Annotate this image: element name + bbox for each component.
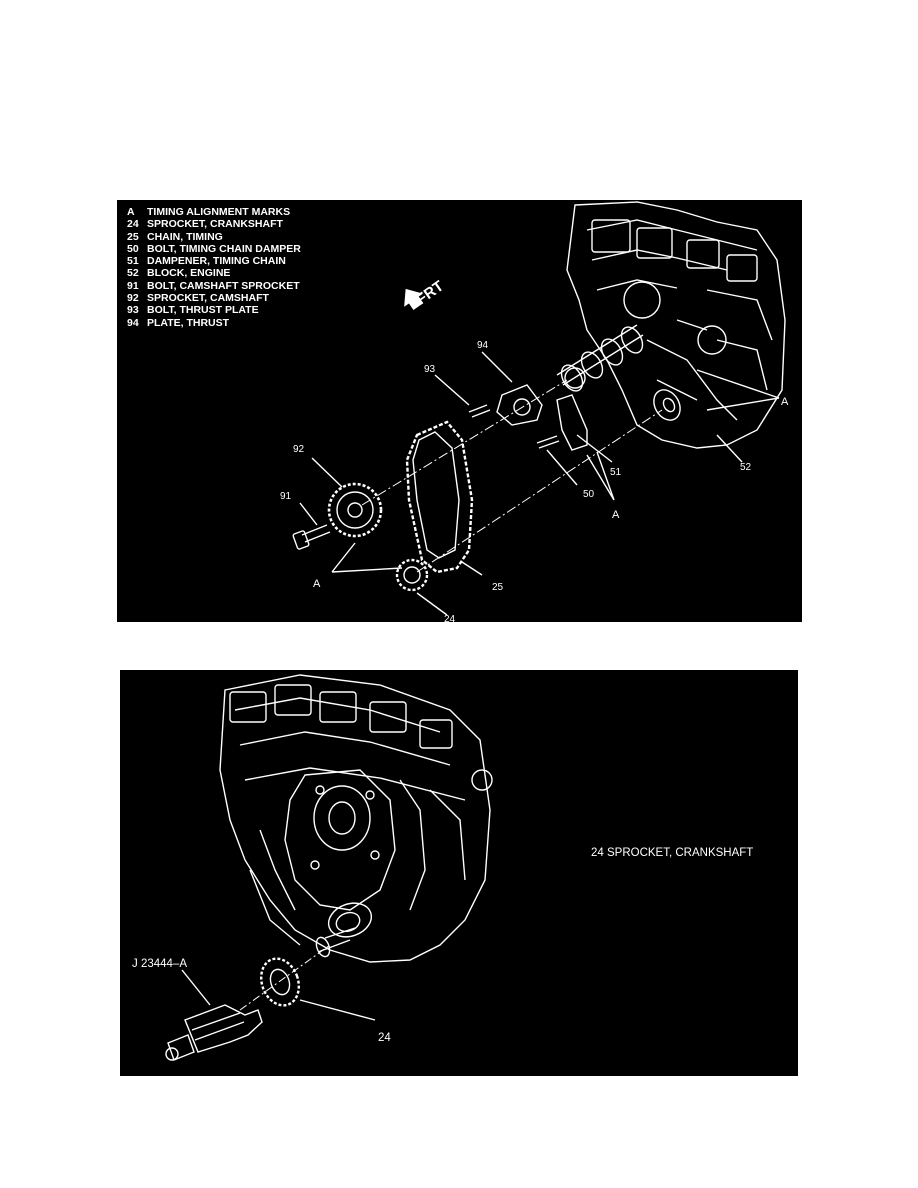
- callout-93: 93: [424, 364, 436, 375]
- timing-chain: [405, 420, 474, 574]
- engine-block-outline: [566, 201, 786, 449]
- thrust-plate: [496, 384, 543, 426]
- timing-cover-outline: [284, 769, 396, 911]
- callout-51: 51: [610, 467, 622, 478]
- camshaft: [556, 324, 644, 386]
- callout-24: 24: [444, 614, 456, 622]
- crankshaft-sprocket: [259, 957, 301, 1007]
- callout-25: 25: [492, 582, 504, 593]
- callout-24: 24: [378, 1032, 391, 1044]
- callout-94: 94: [477, 340, 489, 351]
- camshaft-sprocket: [327, 482, 383, 538]
- figure2-illustration: J 23444–A 24: [132, 674, 493, 1061]
- callout-52: 52: [740, 462, 752, 473]
- callout-a-sprockets: A: [313, 578, 321, 590]
- crankshaft-sprocket-removal-diagram: J 23444–A 24 24 SPROCKET, CRANKSHAFT: [120, 670, 798, 1076]
- figure1-illustration: FRT 94 93 92 91 A 24 25 50 51 A 52 A: [280, 201, 789, 622]
- figure2-legend: 24 SPROCKET, CRANKSHAFT: [591, 847, 754, 859]
- timing-chain-damper: [556, 394, 588, 451]
- callout-a-block: A: [781, 396, 789, 408]
- sprocket-removal-tool: [184, 1004, 263, 1053]
- front-arrow: [404, 288, 423, 311]
- callout-92: 92: [293, 444, 305, 455]
- callout-a-damper: A: [612, 509, 620, 521]
- callout-91: 91: [280, 491, 292, 502]
- crankshaft-sprocket: [395, 558, 429, 592]
- tool-label: J 23444–A: [132, 958, 187, 970]
- callout-50: 50: [583, 489, 595, 500]
- engine-block-outline: [219, 674, 491, 963]
